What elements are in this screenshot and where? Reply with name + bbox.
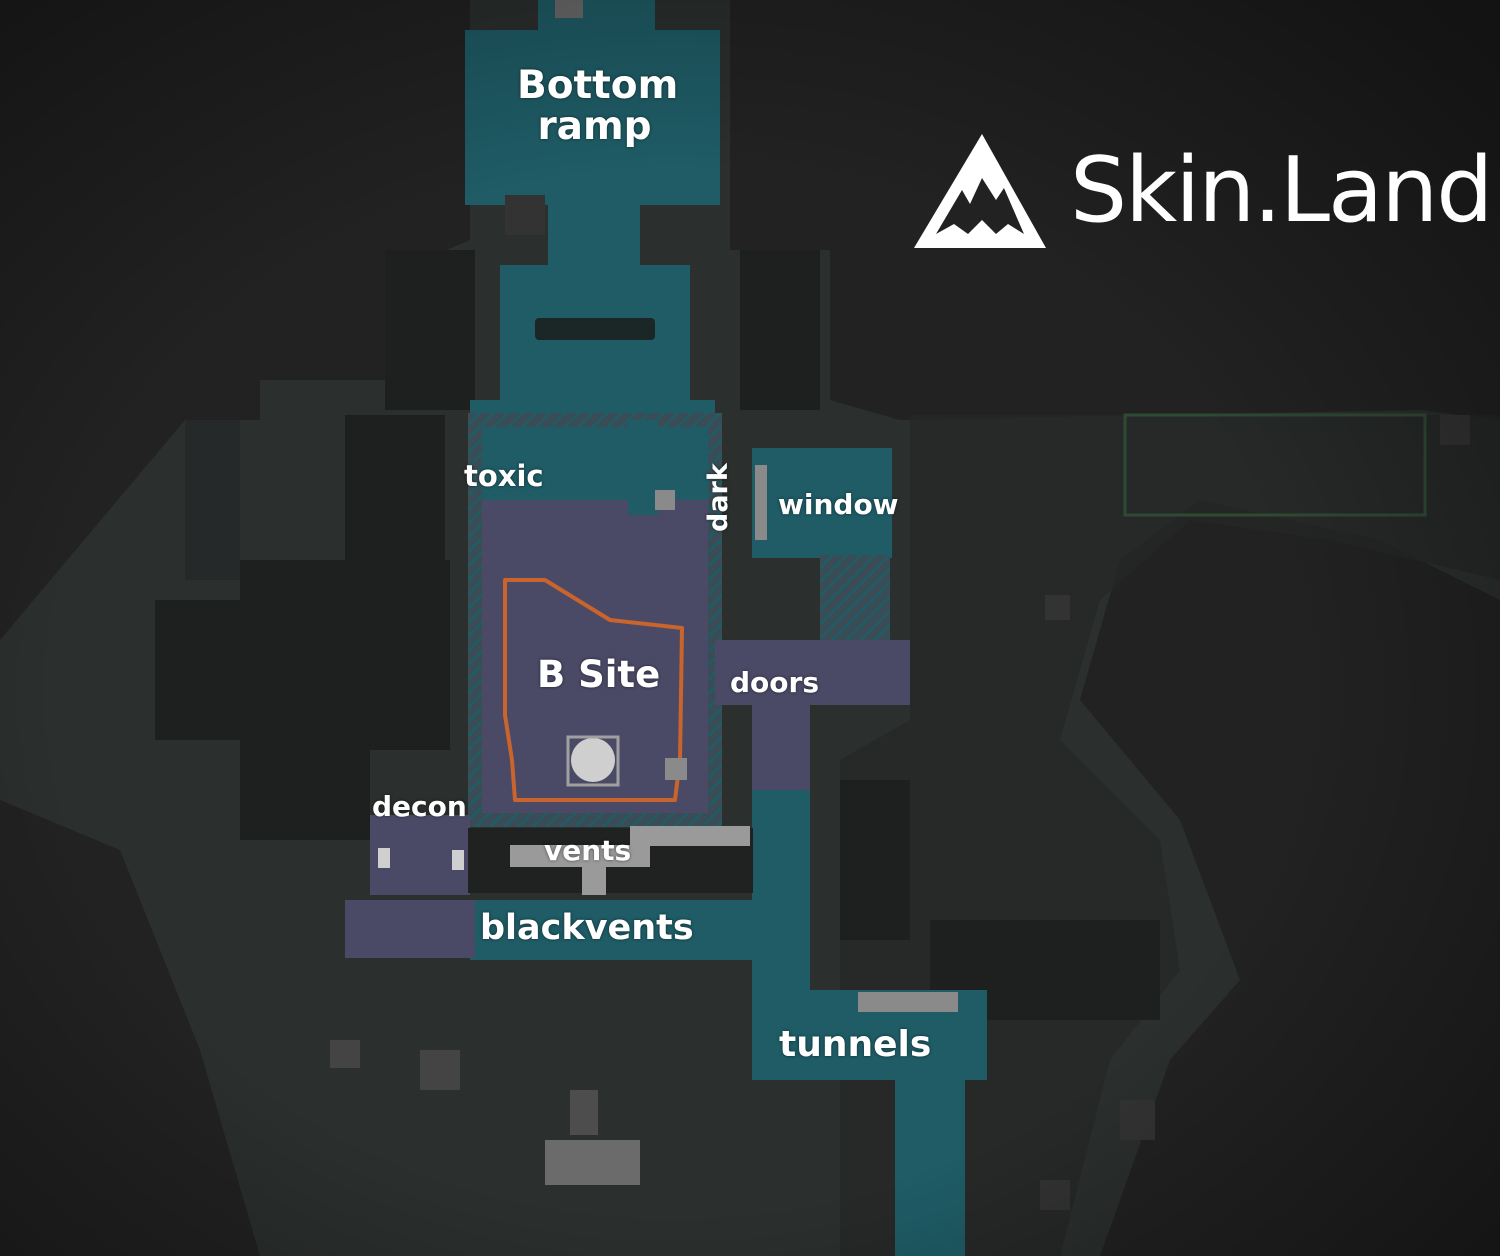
callout-black-vents: blackvents (480, 908, 694, 948)
mountain-logo-icon (914, 134, 1046, 248)
callout-bottom-ramp: Bottom ramp (517, 63, 679, 149)
callout-doors: doors (730, 666, 819, 699)
callout-dark: dark (703, 463, 734, 532)
callout-b-site: B Site (537, 653, 661, 696)
brand-logo: Skin.Land (912, 130, 1493, 255)
callout-tunnels: tunnels (779, 1024, 932, 1065)
callout-toxic: toxic (464, 459, 544, 493)
callout-decon: decon (372, 790, 467, 823)
callout-window: window (778, 488, 899, 521)
brand-name: Skin.Land (1070, 138, 1493, 243)
callout-vents: vents (544, 834, 632, 867)
